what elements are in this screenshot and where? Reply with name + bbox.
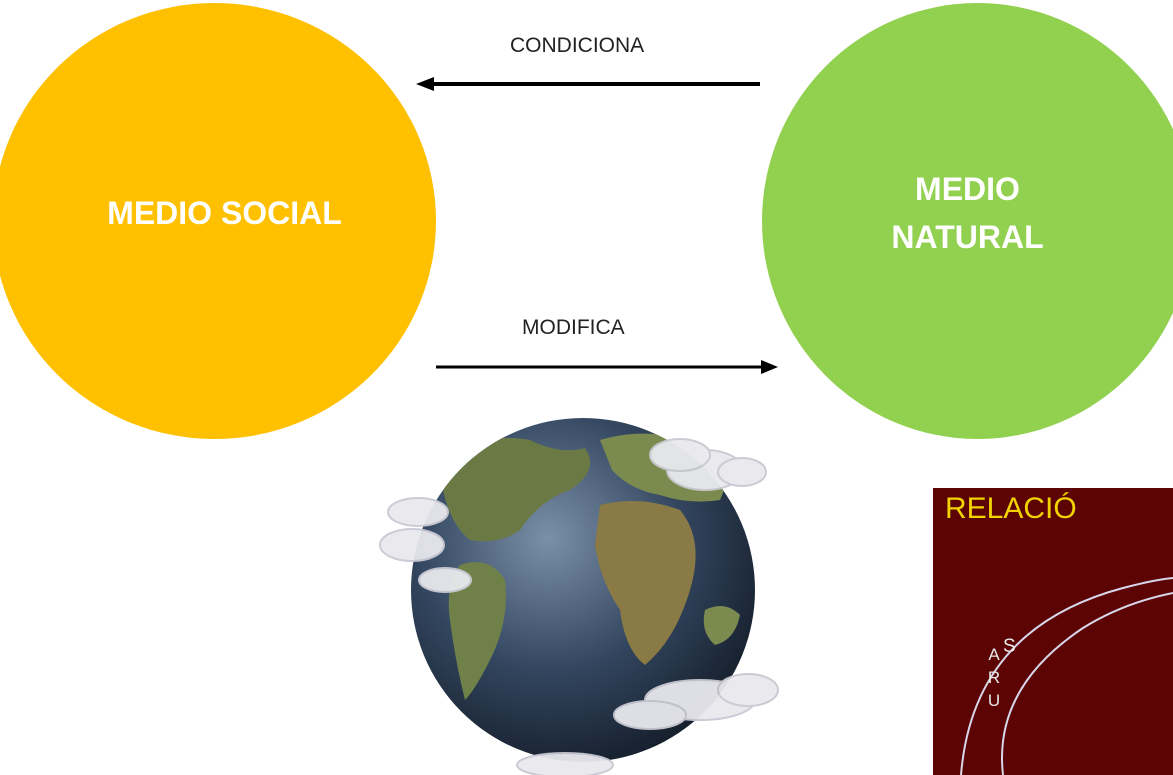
panel-letter-a: A [988,645,1000,664]
panel-arcs [960,577,1173,775]
panel-letter-u: U [987,691,1001,710]
relacion-inset-panel: RELACIÓ S A R U [933,488,1173,775]
condiciona-label: CONDICIONA [510,34,645,57]
medio-social-circle: MEDIO SOCIAL [0,3,436,439]
panel-letter-r: R [987,668,1001,687]
panel-inner-text: S [1003,636,1016,657]
medio-natural-label: MEDIO NATURAL [891,171,1044,255]
panel-title: RELACIÓ [945,492,1077,525]
panel-vertical-text: A R U [987,643,1001,712]
modifica-label: MODIFICA [522,316,625,339]
condiciona-arrow [416,77,760,91]
medio-natural-circle: MEDIO NATURAL [762,3,1173,439]
medio-social-label: MEDIO SOCIAL [107,195,342,231]
modifica-arrow [436,360,778,374]
